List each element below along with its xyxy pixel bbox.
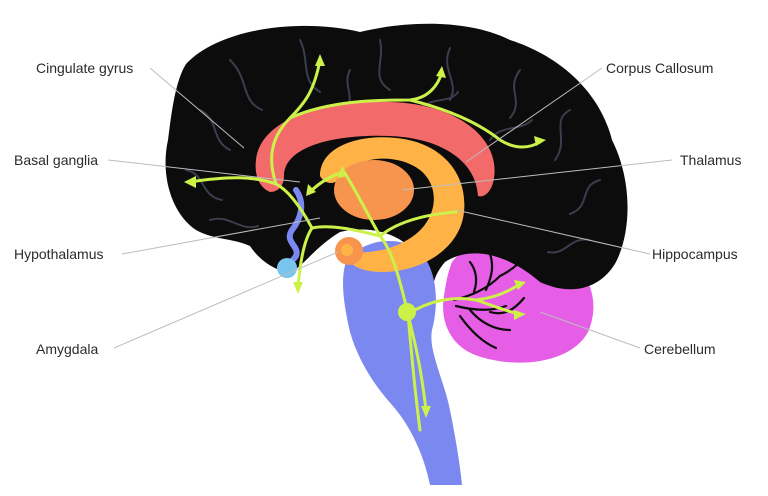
label-basal-ganglia: Basal ganglia <box>14 152 99 168</box>
amygdala-inner <box>341 244 353 256</box>
corpus-callosum-shape <box>255 101 495 197</box>
brainstem-shape <box>343 240 462 485</box>
leader-lines <box>107 67 673 349</box>
label-hippocampus: Hippocampus <box>652 246 738 262</box>
label-cingulate-gyrus: Cingulate gyrus <box>36 60 134 76</box>
hypothalamus-node <box>277 258 297 278</box>
label-corpus-callosum: Corpus Callosum <box>606 60 714 76</box>
cortex-folds <box>185 39 601 254</box>
thalamus-shape <box>334 160 414 220</box>
pathway-arrows <box>184 54 546 418</box>
hippocampus-shape <box>320 137 465 272</box>
label-hypothalamus: Hypothalamus <box>14 246 104 262</box>
label-amygdala: Amygdala <box>36 341 99 357</box>
brainstem-junction-node <box>398 303 416 321</box>
label-thalamus: Thalamus <box>680 152 742 168</box>
label-cerebellum: Cerebellum <box>644 341 716 357</box>
